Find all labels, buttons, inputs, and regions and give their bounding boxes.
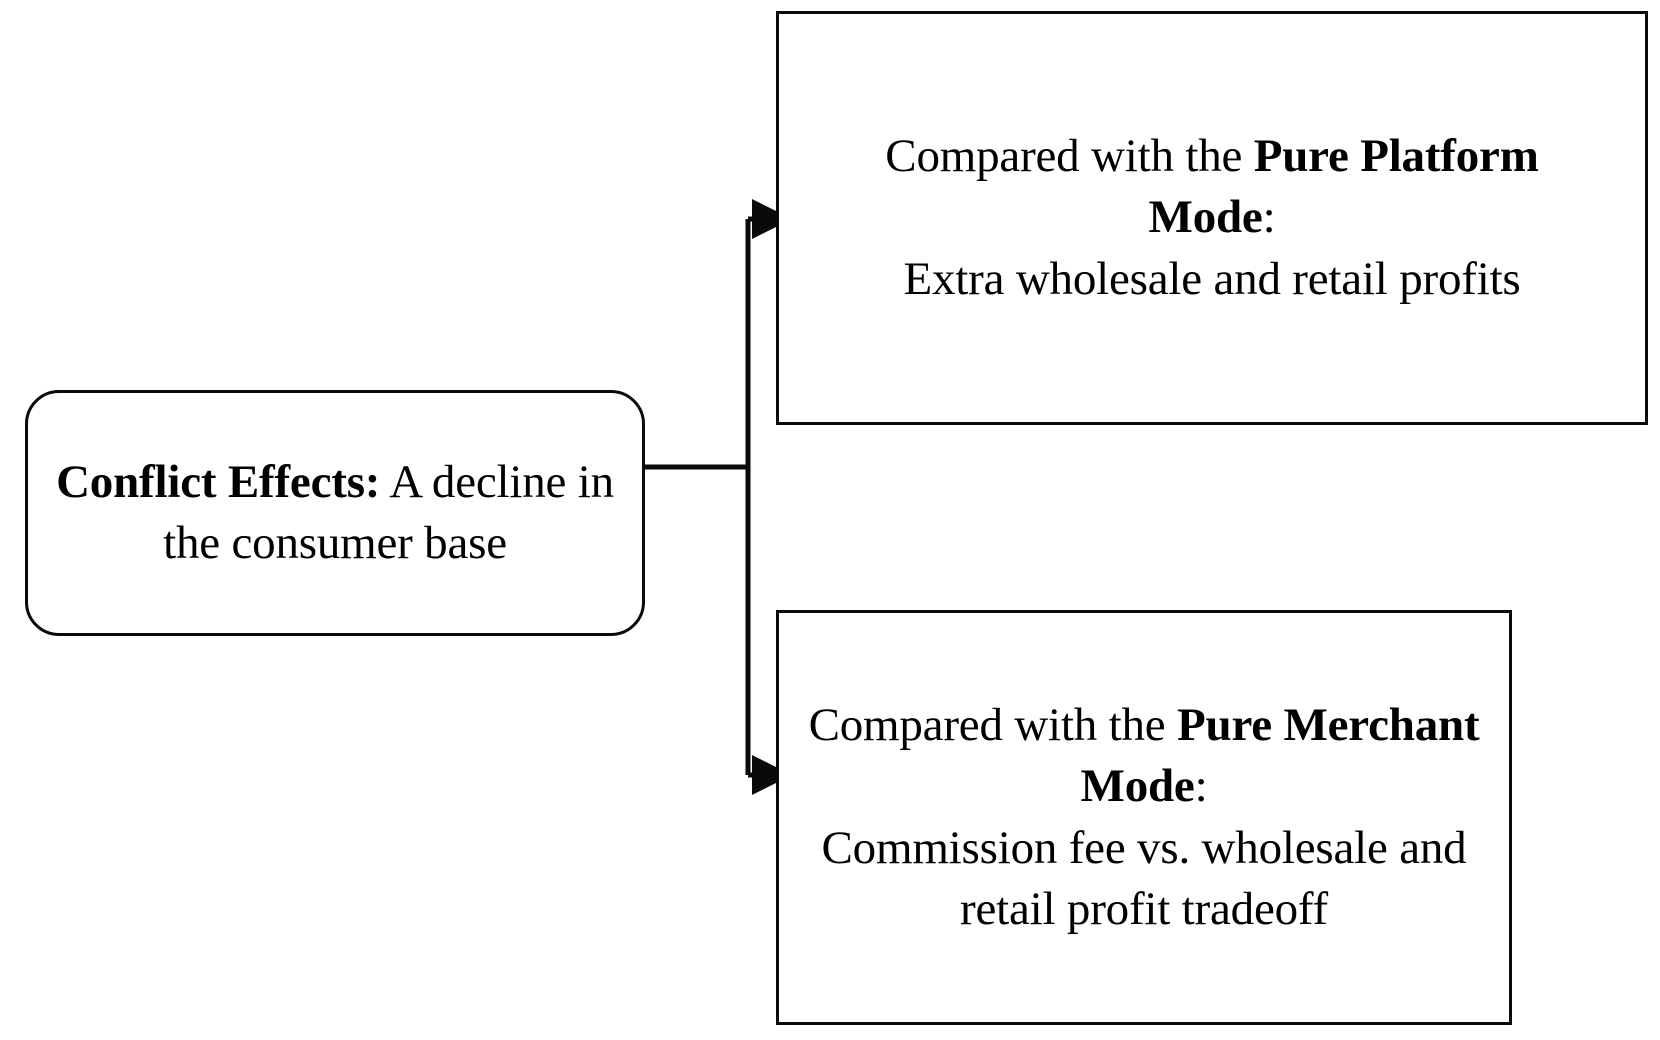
effect-platform-mode-bold: Pure Platform Mode [1148,130,1539,244]
effect-merchant-colon: : [1194,760,1208,813]
effect-merchant-mode-bold: Pure Merchant Mode [1080,699,1480,813]
cause-node-conflict-effects[interactable]: Conflict Effects: A decline in the consu… [25,390,645,636]
cause-node-text: Conflict Effects: A decline in the consu… [28,452,642,574]
cause-node-label-rest: A decline in the consumer base [163,455,614,569]
effect-node-pure-merchant[interactable]: Compared with the Pure Merchant Mode: Com… [776,610,1512,1025]
effect-node-pure-platform[interactable]: Compared with the Pure Platform Mode: Ext… [776,11,1648,425]
effect-platform-detail: Extra wholesale and retail profits [903,252,1521,305]
effect-platform-colon: : [1262,191,1276,244]
effect-merchant-detail: Commission fee vs. wholesale and retail … [821,821,1467,935]
effect-node-pure-platform-text: Compared with the Pure Platform Mode: Ext… [779,126,1645,309]
effect-node-pure-merchant-text: Compared with the Pure Merchant Mode: Com… [779,695,1509,939]
effect-merchant-lead: Compared with the [808,699,1177,752]
cause-node-label-bold: Conflict Effects: [56,455,381,508]
effect-platform-lead: Compared with the [885,130,1254,183]
